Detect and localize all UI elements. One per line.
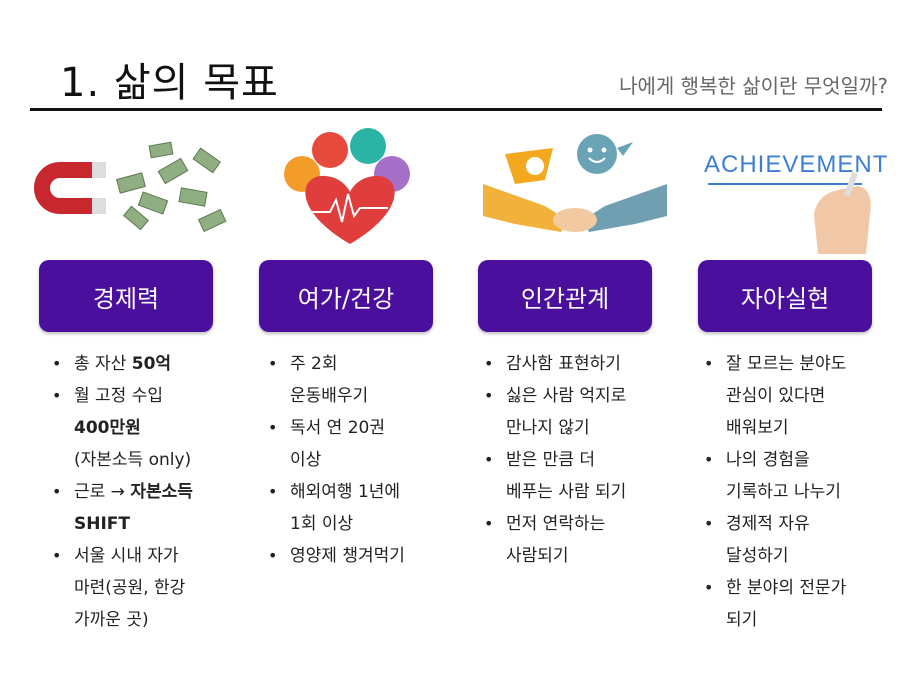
list-item: 1회 이상	[268, 508, 458, 540]
list-item: 나의 경험을	[704, 444, 904, 476]
list-item: 베푸는 사람 되기	[484, 476, 684, 508]
list-item: 운동배우기	[268, 380, 458, 412]
list-item: 총 자산 50억	[52, 348, 242, 380]
list-item-text: 총 자산	[74, 354, 132, 374]
list-item-text: 한 분야의 전문가	[726, 578, 847, 598]
list-item: 싫은 사람 억지로	[484, 380, 684, 412]
list-item-text: 50억	[131, 354, 172, 374]
list-item-text: 되기	[726, 610, 758, 630]
list-item-text: 가까운 곳)	[74, 610, 149, 630]
list-item-text: 운동배우기	[290, 386, 369, 406]
list-item: 영양제 챙겨먹기	[268, 540, 458, 572]
page-title: 1. 삶의 목표	[60, 60, 279, 106]
list-item-text: 마련(공원, 한강	[74, 578, 186, 598]
list-item: 주 2회	[268, 348, 458, 380]
list-item: 잘 모르는 분야도	[704, 348, 904, 380]
list-item-text: 받은 만큼 더	[506, 450, 596, 470]
list-item-text: 감사함 표현하기	[506, 354, 621, 374]
list-item: (자본소득 only)	[52, 444, 242, 476]
list-item-text: 주 2회	[290, 354, 338, 374]
list-item-text: 자본소득	[130, 482, 193, 502]
list-item-text: 만나지 않기	[506, 418, 590, 438]
list-item: 먼저 연락하는	[484, 508, 684, 540]
list-item: 마련(공원, 한강	[52, 572, 242, 604]
svg-text:ACHIEVEMENT: ACHIEVEMENT	[704, 151, 888, 178]
list-item-text: 근로 →	[74, 482, 131, 502]
list-item: 가까운 곳)	[52, 604, 242, 636]
list-item: 사람되기	[484, 540, 684, 572]
list-item-text: 베푸는 사람 되기	[506, 482, 627, 502]
list-item-text: 먼저 연락하는	[506, 514, 606, 534]
list-item-text: 나의 경험을	[726, 450, 810, 470]
list-item-text: 관심이 있다면	[726, 386, 826, 406]
list-item: 서울 시내 자가	[52, 540, 242, 572]
list-item-text: 잘 모르는 분야도	[726, 354, 847, 374]
handshake-image	[475, 124, 675, 254]
list-item: 만나지 않기	[484, 412, 684, 444]
category-leisure-health: 여가/건강	[259, 260, 433, 332]
bullet-list-economy: 총 자산 50억월 고정 수입 400만원 (자본소득 only) 근로 → 자본소득…	[52, 348, 242, 636]
list-item-text: 해외여행 1년에	[290, 482, 401, 502]
category-economy: 경제력	[39, 260, 213, 332]
list-item-text: 경제적 자유	[726, 514, 810, 534]
list-item-text: SHIFT	[74, 514, 131, 534]
list-item: 한 분야의 전문가	[704, 572, 904, 604]
list-item-text: 달성하기	[726, 546, 789, 566]
bullet-list-leisure-health: 주 2회운동배우기독서 연 20권이상해외여행 1년에 1회 이상영양제 챙겨먹기	[268, 348, 458, 572]
list-item-text: 사람되기	[506, 546, 569, 566]
list-item-text: 영양제 챙겨먹기	[290, 546, 405, 566]
list-item-text: 싫은 사람 억지로	[506, 386, 627, 406]
category-relationships: 인간관계	[478, 260, 652, 332]
list-item: 감사함 표현하기	[484, 348, 684, 380]
list-item: 해외여행 1년에	[268, 476, 458, 508]
title-divider	[30, 108, 882, 111]
list-item: 근로 → 자본소득	[52, 476, 242, 508]
list-item: 독서 연 20권	[268, 412, 458, 444]
list-item: 배워보기	[704, 412, 904, 444]
list-item: 달성하기	[704, 540, 904, 572]
list-item: SHIFT	[52, 508, 242, 540]
magnet-money-image	[30, 124, 230, 254]
list-item: 월 고정 수입	[52, 380, 242, 412]
list-item-text: (자본소득 only)	[74, 450, 192, 470]
list-item-text: 독서 연 20권	[290, 418, 385, 438]
list-item: 이상	[268, 444, 458, 476]
list-item-text: 배워보기	[726, 418, 789, 438]
list-item: 받은 만큼 더	[484, 444, 684, 476]
list-item-text: 400만원	[74, 418, 141, 438]
list-item-text: 기록하고 나누기	[726, 482, 841, 502]
list-item: 되기	[704, 604, 904, 636]
heart-health-image	[250, 124, 450, 254]
list-item-text: 이상	[290, 450, 322, 470]
list-item-text: 서울 시내 자가	[74, 546, 179, 566]
list-item: 경제적 자유	[704, 508, 904, 540]
list-item: 기록하고 나누기	[704, 476, 904, 508]
achievement-image: ACHIEVEMENT	[698, 124, 898, 254]
list-item: 관심이 있다면	[704, 380, 904, 412]
page-subtitle: 나에게 행복한 삶이란 무엇일까?	[619, 74, 888, 98]
list-item-text: 1회 이상	[290, 514, 354, 534]
list-item: 400만원	[52, 412, 242, 444]
list-item-text: 월 고정 수입	[74, 386, 164, 406]
category-self-realization: 자아실현	[698, 260, 872, 332]
